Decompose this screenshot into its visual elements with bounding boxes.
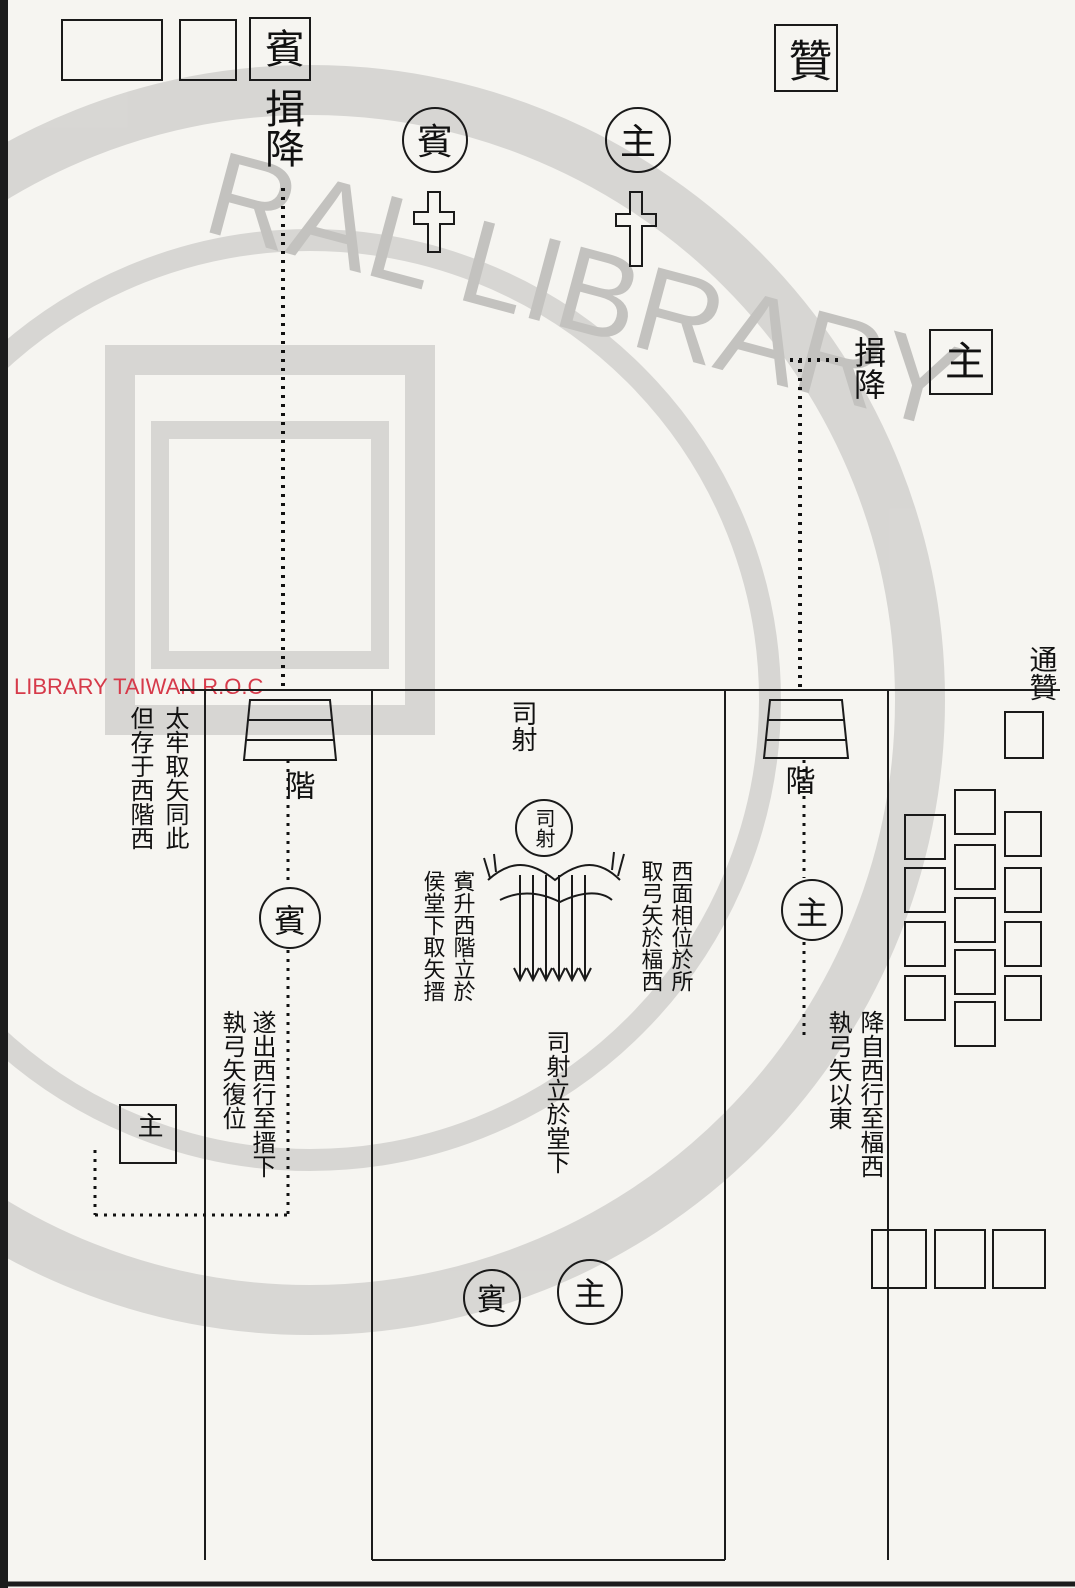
zhu-circle-mid-label: 主 bbox=[796, 894, 828, 932]
zan-label: 贊 bbox=[781, 38, 832, 82]
center-right-note-2: 取弓矢於楅西 bbox=[638, 860, 664, 992]
sishe-label: 司射 bbox=[507, 700, 537, 752]
bin-circle-top-label: 賓 bbox=[417, 122, 453, 163]
lower-left-note-1: 遂出西行至搢下 bbox=[248, 1010, 276, 1178]
east-stair-label: 階 bbox=[780, 765, 815, 795]
tongzan-label: 通贊 bbox=[1026, 645, 1059, 701]
bin-circle-bottom-label: 賓 bbox=[477, 1283, 507, 1318]
lower-right-note-1: 降自西行至楅西 bbox=[856, 1010, 884, 1178]
center-left-note-1: 賓升西階立於 bbox=[450, 870, 476, 1002]
left-note-2: 但存于西階西 bbox=[126, 706, 154, 850]
zhu-yijiang-label: 揖降 bbox=[849, 336, 887, 400]
left-note-1: 太牢取矢同此 bbox=[161, 706, 189, 850]
bottom-right-boxes bbox=[872, 1230, 1045, 1288]
zhu-circle-top-label: 主 bbox=[620, 122, 656, 163]
bin-label-top: 賓 bbox=[258, 28, 304, 68]
zhu-box-label: 主 bbox=[938, 340, 984, 380]
center-bottom-note: 司射立於堂下 bbox=[542, 1030, 570, 1174]
bin-yijiang-label: 揖降 bbox=[258, 88, 304, 168]
lower-left-note-2: 執弓矢復位 bbox=[218, 1010, 246, 1130]
center-left-note-2: 侯堂下取矢搢 bbox=[420, 870, 446, 1002]
tongzan-box bbox=[1005, 712, 1043, 758]
arrow-bundle bbox=[484, 852, 624, 980]
lower-right-note-2: 執弓矢以東 bbox=[824, 1010, 852, 1130]
west-stair-label: 階 bbox=[280, 770, 315, 800]
bin-circle-mid-label: 賓 bbox=[274, 902, 306, 940]
library-caption: LIBRARY TAIWAN R.O.C bbox=[14, 674, 264, 699]
zhu-circle-bottom-label: 主 bbox=[574, 1275, 606, 1313]
center-right-note-1: 西面相位於所 bbox=[668, 860, 694, 992]
lower-left-box-label: 主 bbox=[133, 1112, 163, 1138]
sishe-circle-label: 司射 bbox=[532, 808, 556, 848]
